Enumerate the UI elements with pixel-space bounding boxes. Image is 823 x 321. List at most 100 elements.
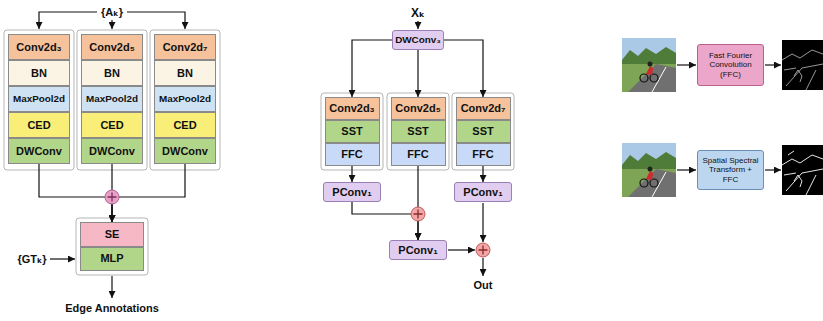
photo-sky <box>622 38 676 92</box>
layer-box: PConv₁ <box>323 182 381 202</box>
column-frame <box>321 93 383 170</box>
node-text: BN <box>84 67 140 80</box>
connector-arrow <box>351 166 352 182</box>
layer-box: DWConv₃ <box>392 30 444 50</box>
edge-map <box>782 40 823 90</box>
layer-box: MaxPool2d <box>81 86 143 112</box>
node-text: FFC <box>459 148 508 161</box>
flow-arrow <box>677 64 696 65</box>
layer-box: Conv2d₇ <box>154 34 216 60</box>
connector-arrow <box>444 40 483 97</box>
connector-arrow <box>352 202 418 240</box>
node-text: BN <box>157 67 213 80</box>
layer-box: BN <box>8 60 70 86</box>
input-photo <box>622 38 676 92</box>
layer-box: Conv2d₅ <box>81 34 143 60</box>
column-frame <box>77 30 147 170</box>
layer-box: SST <box>391 120 446 143</box>
input-arrow <box>417 21 418 29</box>
layer-box: SST <box>325 120 380 143</box>
node-text: Conv2d₃ <box>328 102 377 115</box>
photo-trees <box>622 152 676 171</box>
photo-grass <box>622 64 676 92</box>
edge-lines <box>782 151 823 195</box>
sum-arrow <box>482 203 483 242</box>
photo-road-line <box>652 172 666 197</box>
flow-arrow <box>677 169 696 170</box>
node-text: FFC <box>328 148 377 161</box>
edge-map <box>782 145 823 195</box>
layer-box: PConv₁ <box>389 240 447 260</box>
layer-box: FFC <box>456 143 511 166</box>
flow-arrow <box>765 169 781 170</box>
node-text: PConv₁ <box>392 244 444 257</box>
photo-wheel <box>650 74 658 82</box>
layer-box: FFC <box>325 143 380 166</box>
sum-symbol <box>411 207 425 221</box>
node-text: Spatial Spectral Transform + FFC <box>701 156 760 184</box>
process-box: Fast Fourier Convolution (FFC) <box>697 44 764 86</box>
input-arrow <box>50 258 75 259</box>
layer-box: Conv2d₇ <box>456 97 511 120</box>
connector-arrow <box>39 164 112 222</box>
node-text: MLP <box>83 252 141 265</box>
photo-grass <box>622 169 676 197</box>
photo-rider <box>646 66 653 75</box>
layer-box: MaxPool2d <box>8 86 70 112</box>
sum-symbol <box>105 190 119 204</box>
node-text: BN <box>11 67 67 80</box>
plus-mark <box>479 246 488 255</box>
layer-box: MaxPool2d <box>154 86 216 112</box>
photo-wheel <box>640 74 648 82</box>
node-text: MaxPool2d <box>11 93 67 104</box>
node-text: SE <box>83 228 141 241</box>
layer-box: SE <box>80 222 144 247</box>
node-text: CED <box>11 119 67 132</box>
connector-arrow <box>482 166 483 182</box>
layer-box: CED <box>8 112 70 138</box>
layer-box: DWConv <box>154 138 216 164</box>
plus-mark <box>414 210 423 219</box>
connector-arrow <box>352 40 392 97</box>
layer-box: SST <box>456 120 511 143</box>
layer-box: DWConv <box>8 138 70 164</box>
input-arrow <box>127 12 185 29</box>
node-text: Conv2d₇ <box>459 102 508 115</box>
node-text: Conv2d₃ <box>11 41 67 54</box>
photo-road <box>628 169 676 197</box>
input-label: {GTₖ} <box>17 253 46 266</box>
node-text: PConv₁ <box>457 186 509 199</box>
edge-lines <box>782 50 823 90</box>
node-text: MaxPool2d <box>84 93 140 104</box>
output-label: Out <box>474 279 493 291</box>
input-arrow <box>39 12 97 29</box>
sum-arrow <box>448 249 475 250</box>
edge-map-ground <box>782 145 823 195</box>
node-text: DWConv <box>11 145 67 158</box>
layer-box: DWConv <box>81 138 143 164</box>
column-frame <box>150 30 220 170</box>
node-text: Fast Fourier Convolution (FFC) <box>701 51 760 79</box>
node-text: Conv2d₅ <box>394 102 443 115</box>
column-frame <box>452 93 514 170</box>
node-text: PConv₁ <box>326 186 378 199</box>
layer-box: CED <box>81 112 143 138</box>
photo-sky <box>622 143 676 197</box>
sum-circle <box>411 207 425 221</box>
connector-arrow <box>417 166 418 240</box>
node-text: DWConv <box>157 145 213 158</box>
input-label: {Aₖ} <box>101 6 123 19</box>
node-text: SST <box>459 125 508 138</box>
layer-box: CED <box>154 112 216 138</box>
output-arrow <box>482 258 483 276</box>
node-text: Conv2d₇ <box>157 41 213 54</box>
output-arrow <box>111 276 112 298</box>
photo-wheel <box>650 179 658 187</box>
photo-helmet <box>648 62 653 67</box>
layer-box: FFC <box>391 143 446 166</box>
photo-helmet <box>648 167 653 172</box>
plus-mark <box>108 193 117 202</box>
node-text: CED <box>84 119 140 132</box>
column-frame <box>4 30 74 170</box>
